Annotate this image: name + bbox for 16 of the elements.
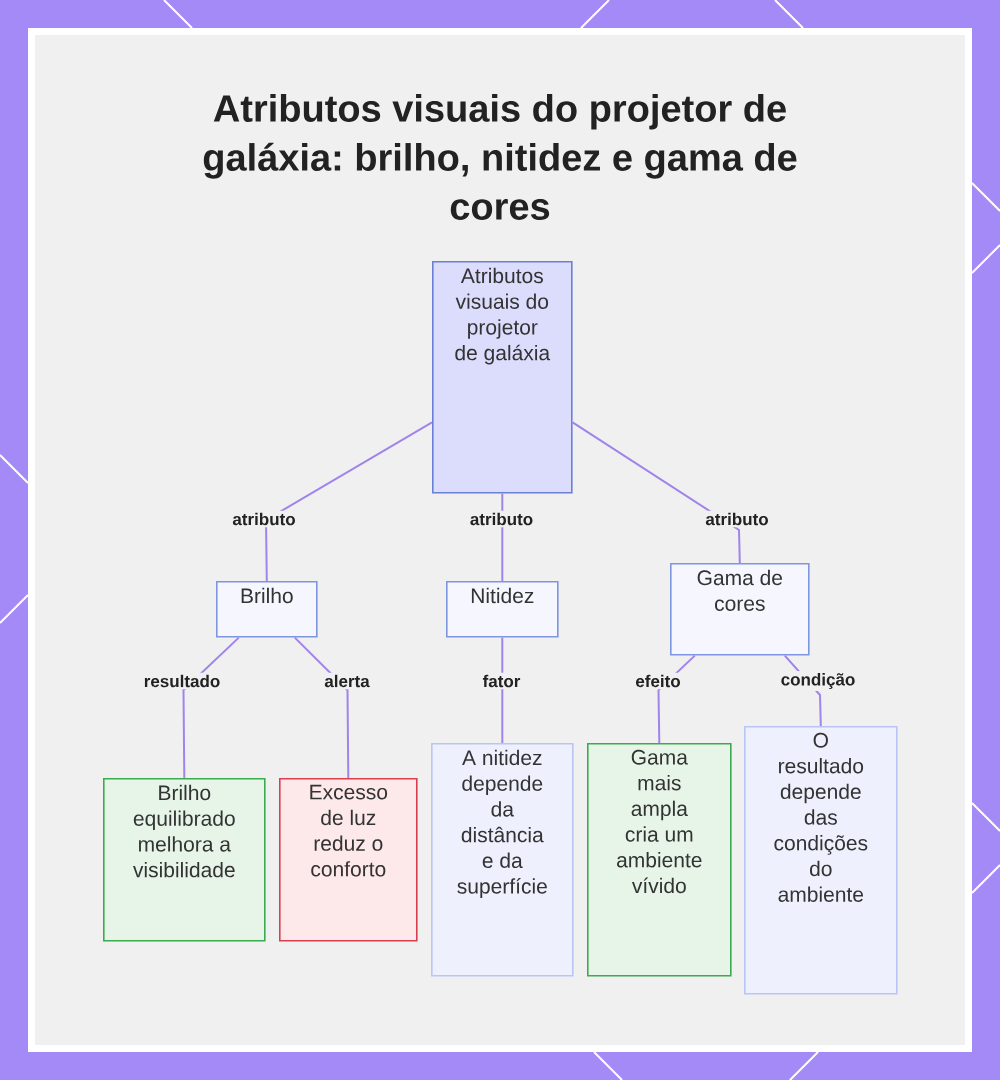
category-box: Brilho bbox=[216, 581, 318, 638]
topic-box: Atributos visuais do projetor de galáxia bbox=[432, 261, 573, 494]
category-box: Gama de cores bbox=[670, 563, 810, 656]
connector bbox=[265, 421, 433, 582]
connector bbox=[293, 636, 350, 779]
note-box: O resultado depende das condições do ambiente bbox=[744, 726, 898, 995]
note-box: A nitidez depende da distância e da superfície bbox=[431, 743, 574, 977]
connector bbox=[501, 636, 504, 744]
connector bbox=[571, 421, 741, 564]
note-box: Gama mais ampla cria um ambiente vívido bbox=[587, 743, 732, 977]
title: Atributos visuais do projetor de galáxia: brilho, nitidez e gama de cores bbox=[203, 94, 797, 220]
note-box: Excesso de luz reduz o conforto bbox=[279, 778, 418, 942]
note-box: Brilho equilibrado melhora a visibilidade bbox=[103, 778, 266, 942]
category-box: Nitidez bbox=[446, 581, 559, 638]
edge-label: condição bbox=[778, 671, 858, 691]
connector bbox=[182, 636, 240, 779]
